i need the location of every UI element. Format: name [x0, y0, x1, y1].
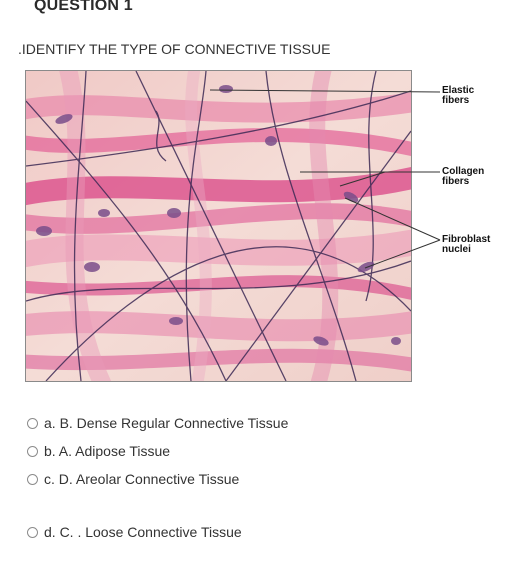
micrograph-image — [25, 70, 412, 382]
label-collagen-line2: fibers — [442, 176, 470, 187]
label-elastic-line1: Elastic — [442, 85, 475, 96]
radio-button-b[interactable] — [27, 445, 38, 457]
tissue-micrograph — [26, 71, 411, 381]
option-a[interactable]: a. B. Dense Regular Connective Tissue — [27, 415, 288, 431]
radio-button-c[interactable] — [27, 473, 38, 485]
radio-button-d[interactable] — [27, 526, 38, 538]
label-fibroblast-line2: nuclei — [442, 244, 471, 255]
option-b[interactable]: b. A. Adipose Tissue — [27, 443, 170, 459]
option-c-label: c. D. Areolar Connective Tissue — [44, 471, 240, 487]
label-fibroblast-line1: Fibroblast — [442, 234, 491, 245]
question-title: QUESTION 1 — [34, 0, 133, 14]
option-d-label: d. C. . Loose Connective Tissue — [44, 524, 242, 540]
radio-button-a[interactable] — [27, 417, 38, 429]
option-b-label: b. A. Adipose Tissue — [44, 443, 171, 459]
label-collagen-fibers: Collagen fibers — [442, 167, 484, 187]
question-prompt: .IDENTIFY THE TYPE OF CONNECTIVE TISSUE — [18, 41, 331, 57]
label-elastic-fibers: Elastic fibers — [442, 86, 474, 106]
label-elastic-line2: fibers — [442, 95, 470, 106]
option-c[interactable]: c. D. Areolar Connective Tissue — [27, 471, 239, 487]
option-a-label: a. B. Dense Regular Connective Tissue — [44, 415, 289, 431]
option-d[interactable]: d. C. . Loose Connective Tissue — [27, 524, 242, 540]
label-collagen-line1: Collagen — [442, 166, 485, 177]
label-fibroblast-nuclei: Fibroblast nuclei — [442, 235, 490, 255]
